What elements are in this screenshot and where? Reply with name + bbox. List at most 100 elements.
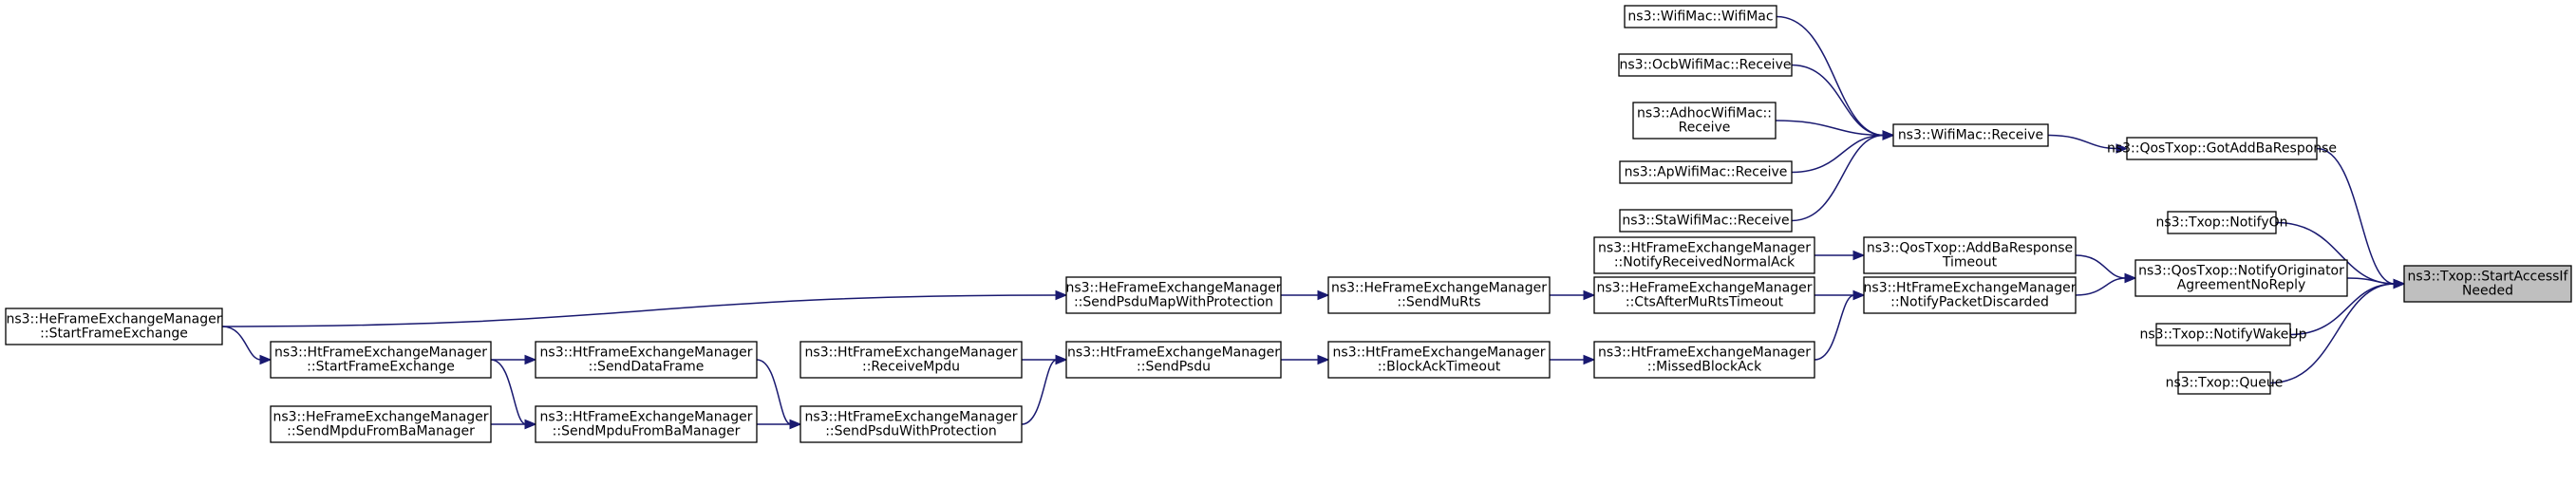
node-box — [1618, 53, 1793, 77]
node-box — [2126, 137, 2318, 160]
node-label: ns3::Txop::Queue — [2166, 376, 2284, 391]
function-node-notifyOrig[interactable]: ns3::QosTxop::NotifyOriginatorAgreementN… — [2134, 259, 2348, 297]
call-edge-queue-to-root — [2269, 283, 2396, 384]
call-edge-ocbReceive-to-wifiMacReceive — [1791, 64, 1885, 137]
arrowhead-htSendPsdu-to-htBlockAckTimeout — [1317, 354, 1330, 365]
node-label: ns3::WifiMac::Receive — [1898, 128, 2043, 143]
function-node-staReceive[interactable]: ns3::StaWifiMac::Receive — [1619, 209, 1793, 233]
function-node-htSendDataFrame[interactable]: ns3::HtFrameExchangeManager::SendDataFra… — [535, 341, 758, 379]
node-label: ns3::ApWifiMac::Receive — [1625, 165, 1788, 180]
arrowhead-htSendMpduFromBa-to-htSendPsduProt — [789, 419, 802, 430]
node-label: ns3::HtFrameExchangeManager — [540, 345, 753, 361]
node-label: ns3::QosTxop::NotifyOriginator — [2138, 264, 2344, 279]
call-edge-apReceive-to-wifiMacReceive — [1791, 134, 1885, 174]
function-node-heStartFrameExchange[interactable]: ns3::HeFrameExchangeManager::StartFrameE… — [5, 308, 223, 345]
node-label: ns3::HtFrameExchangeManager — [1598, 241, 1811, 256]
call-edge-gotAddBa-to-root — [2316, 147, 2396, 285]
function-node-queue[interactable]: ns3::Txop::Queue — [2166, 371, 2284, 395]
node-box — [2167, 211, 2277, 234]
node-box — [1863, 236, 2077, 274]
function-node-notifyOn[interactable]: ns3::Txop::NotifyOn — [2155, 211, 2288, 234]
function-node-htNotifyDiscarded[interactable]: ns3::HtFrameExchangeManager::NotifyPacke… — [1863, 276, 2077, 314]
arrowhead-htStartFrameExchange-to-htSendDataFrame — [524, 354, 537, 365]
function-node-htSendMpduFromBa[interactable]: ns3::HtFrameExchangeManager::SendMpduFro… — [535, 405, 758, 443]
call-edge-wifiMacReceive-to-gotAddBa — [2047, 134, 2118, 150]
function-node-wifiMacReceive[interactable]: ns3::WifiMac::Receive — [1892, 123, 2049, 147]
node-box — [2403, 265, 2572, 303]
node-box — [1624, 5, 1777, 28]
function-node-htNotifyRecvAck[interactable]: ns3::HtFrameExchangeManager::NotifyRecei… — [1593, 236, 1815, 274]
node-label: ns3::HtFrameExchangeManager — [1333, 345, 1546, 361]
node-box — [1863, 276, 2077, 314]
arrowhead-heSendMuRts-to-heCtsAfterMuRts — [1583, 289, 1596, 301]
node-box — [1327, 341, 1551, 379]
node-label: ns3::HeFrameExchangeManager — [1331, 281, 1547, 296]
node-label: ::SendMpduFromBaManager — [553, 424, 741, 439]
call-edge-htSendDataFrame-to-htSendPsduProt — [756, 359, 792, 425]
function-node-notifyWake[interactable]: ns3::Txop::NotifyWakeUp — [2139, 323, 2307, 346]
node-label: ns3::Txop::NotifyOn — [2155, 215, 2287, 231]
node-label: Receive — [1679, 121, 1731, 136]
arrowhead-queue-to-root — [2393, 278, 2406, 289]
function-node-heSendMpduFromBa[interactable]: ns3::HeFrameExchangeManager::SendMpduFro… — [270, 405, 492, 443]
function-node-htBlockAckTimeout[interactable]: ns3::HtFrameExchangeManager::BlockAckTim… — [1327, 341, 1551, 379]
node-label: ::SendMpduFromBaManager — [287, 424, 475, 439]
arrowhead-htMissedBlockAck-to-htNotifyDiscarded — [1852, 289, 1866, 301]
function-node-htSendPsdu[interactable]: ns3::HtFrameExchangeManager::SendPsdu — [1065, 341, 1282, 379]
node-box — [270, 405, 492, 443]
node-label: ns3::HtFrameExchangeManager — [540, 410, 753, 425]
arrowhead-htNotifyDiscarded-to-notifyOrig — [2124, 272, 2137, 284]
function-node-htStartFrameExchange[interactable]: ns3::HtFrameExchangeManager::StartFrameE… — [270, 341, 492, 379]
arrowhead-htNotifyRecvAck-to-addBaTimeout — [1852, 250, 1866, 261]
node-label: ns3::Txop::NotifyWakeUp — [2139, 327, 2306, 343]
function-node-htSendPsduProt[interactable]: ns3::HtFrameExchangeManager::SendPsduWit… — [799, 405, 1023, 443]
call-edge-htSendPsduProt-to-htSendPsdu — [1021, 359, 1058, 425]
node-label: ns3::Txop::StartAccessIf — [2408, 270, 2569, 285]
node-label: ns3::OcbWifiMac::Receive — [1620, 58, 1792, 73]
function-node-htMissedBlockAck[interactable]: ns3::HtFrameExchangeManager::MissedBlock… — [1593, 341, 1815, 379]
node-label: AgreementNoReply — [2177, 278, 2306, 293]
node-box — [1892, 123, 2049, 147]
node-label: ::ReceiveMpdu — [862, 360, 960, 375]
call-edge-heStartFrameExchange-to-htStartFrameExchange — [221, 326, 262, 361]
node-label: ns3::HeFrameExchangeManager — [1065, 281, 1281, 296]
node-box — [1327, 276, 1551, 314]
function-node-ocbReceive[interactable]: ns3::OcbWifiMac::Receive — [1618, 53, 1793, 77]
node-box — [2177, 371, 2271, 395]
function-node-wifiMacCtor[interactable]: ns3::WifiMac::WifiMac — [1624, 5, 1777, 28]
node-label: ns3::HtFrameExchangeManager — [805, 410, 1018, 425]
node-box — [5, 308, 223, 345]
node-label: ns3::HtFrameExchangeManager — [805, 345, 1018, 361]
node-label: ::SendPsdu — [1137, 360, 1211, 375]
node-box — [1632, 102, 1777, 140]
node-label: ns3::HeFrameExchangeManager — [1596, 281, 1812, 296]
node-label: ns3::StaWifiMac::Receive — [1622, 214, 1789, 229]
function-node-adhocReceive[interactable]: ns3::AdhocWifiMac::Receive — [1632, 102, 1777, 140]
function-node-gotAddBa[interactable]: ns3::QosTxop::GotAddBaResponse — [2107, 137, 2337, 160]
function-node-htReceiveMpdu[interactable]: ns3::HtFrameExchangeManager::ReceiveMpdu — [799, 341, 1023, 379]
node-box — [1065, 276, 1282, 314]
call-edge-htNotifyDiscarded-to-notifyOrig — [2075, 277, 2127, 296]
function-node-heSendPsduMap[interactable]: ns3::HeFrameExchangeManager::SendPsduMap… — [1065, 276, 1282, 314]
node-label: ns3::QosTxop::AddBaResponse — [1867, 241, 2073, 256]
call-edge-htMissedBlockAck-to-htNotifyDiscarded — [1814, 294, 1855, 361]
function-node-heSendMuRts[interactable]: ns3::HeFrameExchangeManager::SendMuRts — [1327, 276, 1551, 314]
arrowhead-heStartFrameExchange-to-heSendPsduMap — [1055, 289, 1068, 301]
call-edge-htStartFrameExchange-to-htSendMpduFromBa — [490, 359, 527, 425]
call-edges — [221, 15, 2406, 430]
arrowhead-heStartFrameExchange-to-htStartFrameExchange — [259, 354, 273, 365]
node-label: ::StartFrameExchange — [40, 326, 188, 342]
node-label: ::CtsAfterMuRtsTimeout — [1626, 295, 1784, 310]
function-node-heCtsAfterMuRts[interactable]: ns3::HeFrameExchangeManager::CtsAfterMuR… — [1593, 276, 1815, 314]
node-label: ns3::HtFrameExchangeManager — [274, 345, 487, 361]
node-label: Needed — [2462, 284, 2513, 299]
node-box — [1593, 236, 1815, 274]
arrowhead-heSendPsduMap-to-heSendMuRts — [1317, 289, 1330, 301]
function-node-apReceive[interactable]: ns3::ApWifiMac::Receive — [1619, 160, 1793, 184]
node-label: ::SendPsduWithProtection — [825, 424, 997, 439]
call-edge-wifiMacCtor-to-wifiMacReceive — [1776, 15, 1885, 137]
node-box — [535, 341, 758, 379]
node-label: ::NotifyPacketDiscarded — [1890, 295, 2049, 310]
